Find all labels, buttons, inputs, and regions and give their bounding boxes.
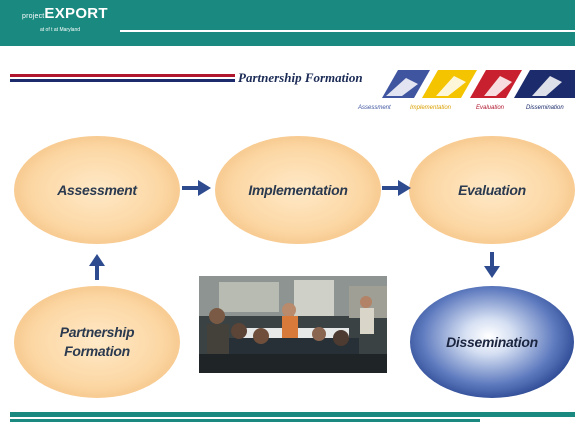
- stage-label-dissemination: Dissemination: [526, 105, 564, 111]
- arrow-up-icon: [89, 254, 105, 280]
- implementation-stage: Implementation: [215, 136, 381, 244]
- meeting-photo-image: [199, 276, 387, 373]
- stage-label-implementation: Implementation: [410, 105, 452, 111]
- arrow-right-icon: [182, 180, 211, 196]
- evaluation-stage: Evaluation: [409, 136, 575, 244]
- project-export-logo: projectEXPORT at of t at Maryland: [22, 5, 108, 33]
- stage-strip-swoosh-1: [386, 78, 418, 96]
- dissemination-label: Dissemination: [446, 333, 538, 350]
- stage-strip-swoosh-2: [436, 76, 466, 96]
- implementation-label: Implementation: [248, 181, 348, 198]
- footer-bar-thin: [10, 419, 480, 422]
- stage-label-assessment: Assessment: [358, 105, 391, 111]
- arrow-down-icon: [484, 252, 500, 278]
- banner-title: Partnership Formation: [238, 70, 363, 85]
- stage-strip-swoosh-4: [532, 76, 562, 96]
- stage-label-evaluation: Evaluation: [476, 105, 505, 111]
- assessment-label: Assessment: [57, 181, 137, 198]
- meeting-photo: [199, 276, 387, 373]
- logo-subtitle: at of t at Maryland: [40, 27, 81, 33]
- stage-strip-swoosh-3: [484, 76, 512, 96]
- header-rule: [120, 30, 575, 32]
- header-band: projectEXPORT at of t at Maryland: [0, 0, 575, 46]
- stage-labels: Assessment Implementation Evaluation Dis…: [358, 105, 575, 117]
- logo-export-text: EXPORT: [44, 5, 108, 22]
- banner-rule-navy: [10, 79, 235, 82]
- banner-rule-red: [10, 74, 235, 77]
- partnership-label-line1: Partnership: [59, 324, 135, 341]
- partnership-label-line2: Formation: [64, 343, 130, 359]
- evaluation-label: Evaluation: [458, 181, 526, 198]
- assessment-stage: Assessment: [14, 136, 180, 244]
- logo-project-text: project: [22, 13, 45, 20]
- arrow-right-icon: [382, 180, 411, 196]
- stage-strip-icon: [382, 70, 575, 98]
- footer-bar: [10, 412, 575, 417]
- dissemination-stage: Dissemination: [410, 286, 574, 398]
